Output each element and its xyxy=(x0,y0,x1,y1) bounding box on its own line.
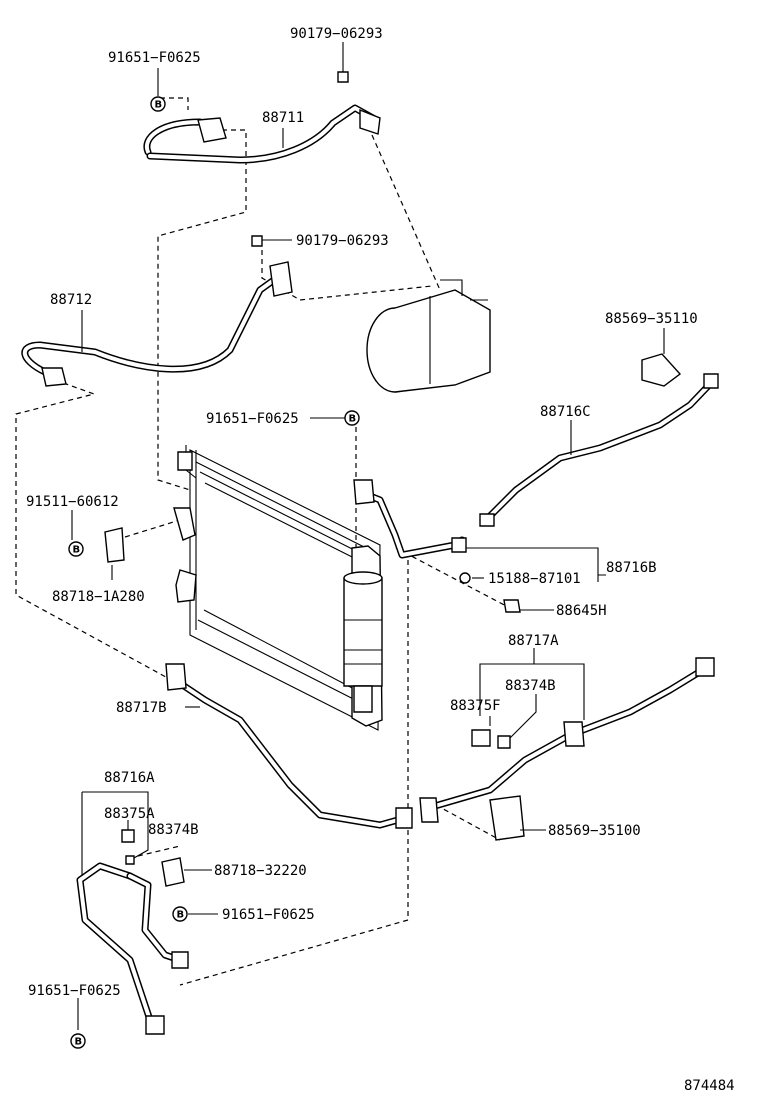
part-label: 88711 xyxy=(262,110,304,126)
svg-text:B: B xyxy=(155,100,163,111)
part-label: 88569−35110 xyxy=(605,311,698,327)
part-label: 91511−60612 xyxy=(26,494,119,510)
svg-text:B: B xyxy=(349,414,357,425)
part-label: 91651−F0625 xyxy=(28,983,121,999)
bolt-symbol-icon: B xyxy=(68,541,84,557)
svg-text:B: B xyxy=(75,1037,83,1048)
svg-text:B: B xyxy=(177,910,185,921)
part-label: 88718−1A280 xyxy=(52,589,145,605)
part-label: 91651−F0625 xyxy=(206,411,299,427)
part-label: 88645H xyxy=(556,603,607,619)
part-label: 15188−87101 xyxy=(488,571,581,587)
part-label: 88374B xyxy=(148,822,199,838)
part-label: 91651−F0625 xyxy=(108,50,201,66)
part-label: 88569−35100 xyxy=(548,823,641,839)
part-label: 88718−32220 xyxy=(214,863,307,879)
diagram-id: 874484 xyxy=(684,1078,735,1094)
part-label: 90179−06293 xyxy=(296,233,389,249)
part-label: 88717B xyxy=(116,700,167,716)
part-label: 91651−F0625 xyxy=(222,907,315,923)
receiver-drier xyxy=(343,571,383,713)
part-label: 88717A xyxy=(508,633,559,649)
part-label: 90179−06293 xyxy=(290,26,383,42)
fittings xyxy=(41,71,719,1035)
bolt-symbol-icon: B xyxy=(150,96,166,112)
part-label: 88712 xyxy=(50,292,92,308)
part-label: 88716A xyxy=(104,770,155,786)
part-label: 88374B xyxy=(505,678,556,694)
bolt-symbol-icon: B xyxy=(172,906,188,922)
bolt-symbol-icon: B xyxy=(70,1033,86,1049)
dashed-reference-lines xyxy=(15,97,511,986)
part-label: 88375F xyxy=(450,698,501,714)
compressor xyxy=(366,279,491,393)
svg-text:B: B xyxy=(73,545,81,556)
part-label: 88716B xyxy=(606,560,657,576)
bolt-symbol-icon: B xyxy=(344,410,360,426)
part-label: 88716C xyxy=(540,404,591,420)
bolt-symbols: B B B B B xyxy=(68,96,360,1049)
part-labels: 91651−F0625 90179−06293 88711 90179−0629… xyxy=(26,26,735,1094)
leader-lines xyxy=(71,42,665,1030)
part-label: 88375A xyxy=(104,806,155,822)
